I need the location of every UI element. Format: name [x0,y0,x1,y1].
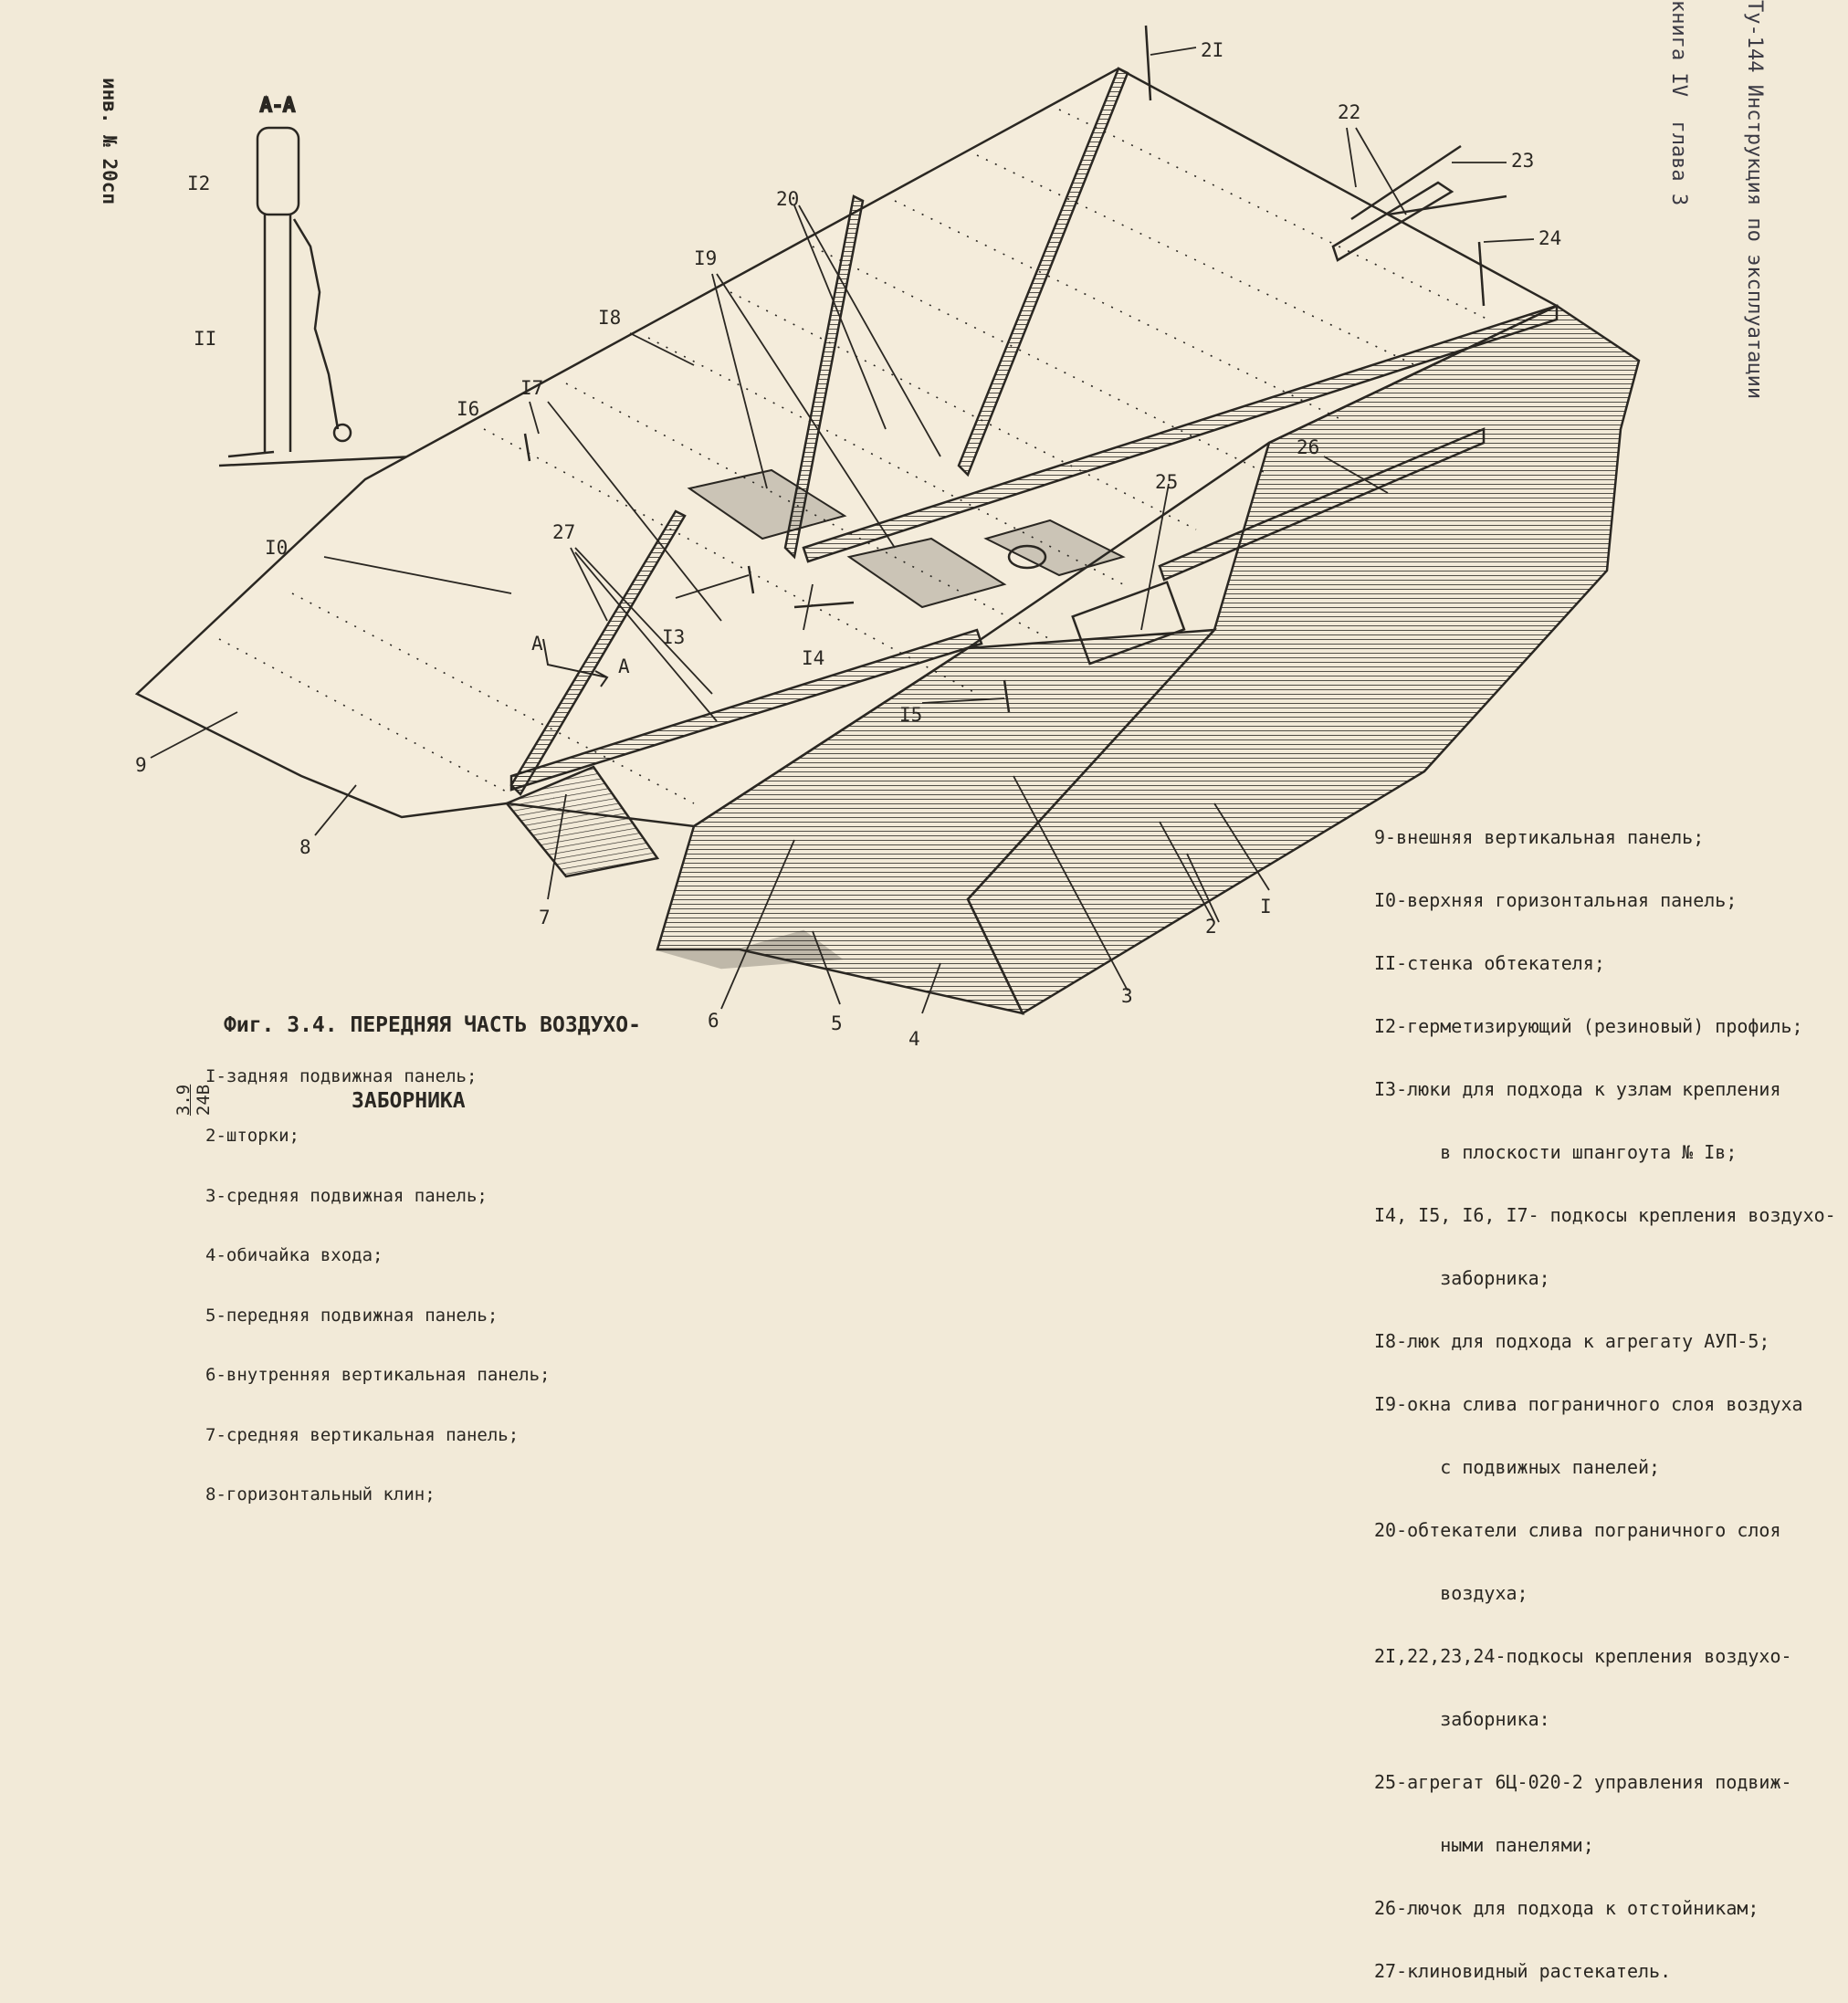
legend-item: I0-верхняя горизонтальная панель; [1374,889,1738,911]
struts [523,25,1507,713]
legend-item: I8-люк для подхода к агрегату АУП-5; [1374,1330,1770,1352]
section-a-a-detail: А-А [218,93,416,467]
legend-item: 7-средняя вертикальная панель; [205,1424,520,1445]
legend-item: 2-шторки; [205,1126,299,1147]
legend-item: заборника: [1374,1708,1550,1730]
intake-body [134,67,1641,1015]
callout-15: I5 [899,704,922,726]
callout-6: 6 [708,1010,719,1032]
actuator-unit [1007,544,1186,666]
legend-left: I-задняя подвижная панель; 2-шторки; 3-с… [205,1027,551,1526]
section-label: А-А [260,94,295,116]
callout-17: I7 [520,377,543,399]
legend-item: 2I,22,23,24-подкосы крепления воздухо- [1374,1645,1792,1667]
callout-26: 26 [1297,436,1319,458]
callout-11: II [194,328,216,350]
page-number-value: 3.9 [173,1084,194,1117]
callout-24: 24 [1538,227,1561,249]
figure-title-line: ЗАБОРНИКА [352,1088,466,1113]
page-number: 3.9 24В [153,1085,214,1137]
legend-item: I3-люки для подхода к узлам крепления [1374,1078,1781,1100]
callout-7: 7 [539,907,551,928]
legend-item: воздуха; [1374,1582,1528,1604]
legend-item: I-задняя подвижная панель; [205,1065,478,1086]
legend-item: 8-горизонтальный клин; [205,1484,436,1505]
section-cut-mark [542,638,609,687]
callout-16: I6 [457,398,479,420]
legend-item: 20-обтекатели слива пограничного слоя [1374,1519,1781,1541]
callout-9: 9 [135,754,147,776]
legend-item: 27-клиновидный растекатель. [1374,1960,1672,1982]
legend-item: в плоскости шпангоута № Iв; [1374,1141,1738,1163]
inventory-reference: инв. № 20сп [99,78,121,205]
margin-note: Ту-144 Инструкция по эксплуатации книга … [1642,0,1818,399]
callout-2: 2 [1205,916,1217,938]
callout-4: 4 [908,1028,920,1050]
legend-item: I2-герметизирующий (резиновый) профиль; [1374,1015,1803,1037]
legend-item: заборника; [1374,1267,1550,1289]
legend-item: ными панелями; [1374,1834,1594,1856]
callout-14: I4 [802,647,824,669]
leader-lines [150,47,1535,1014]
figure-title-line: Фиг. 3.4. ПЕРЕДНЯЯ ЧАСТЬ ВОЗДУХО- [224,1013,641,1038]
callout-23: 23 [1511,150,1534,172]
legend-item: I9-окна слива пограничного слоя воздуха [1374,1393,1803,1415]
callout-18: I8 [598,307,621,329]
legend-item: 25-агрегат 6Ц-020-2 управления подвиж- [1374,1771,1792,1793]
margin-note-line: книга IV глава 3 [1667,0,1691,206]
callout-19: I9 [694,247,717,269]
section-mark-right: А [618,655,630,677]
bleed-windows [687,468,1126,609]
callout-5: 5 [831,1012,843,1034]
callout-12: I2 [187,173,210,194]
legend-item: с подвижных панелей; [1374,1456,1661,1478]
callout-3: 3 [1121,985,1133,1007]
legend-item: 4-обичайка входа; [205,1245,383,1266]
legend-right: 9-внешняя вертикальная панель; I0-верхня… [1374,785,1836,2003]
page-code: 24В [194,1084,214,1117]
legend-item: 6-внутренняя вертикальная панель; [205,1365,551,1386]
figure-title: Фиг. 3.4. ПЕРЕДНЯЯ ЧАСТЬ ВОЗДУХО- ЗАБОРН… [224,963,641,1139]
rivet-lines [218,109,1489,804]
callout-27: 27 [552,521,575,543]
callout-22: 22 [1338,101,1360,123]
callout-8: 8 [299,836,311,858]
callout-20: 20 [776,188,799,210]
boundary-layer-fairings [509,67,1559,797]
callout-21: 2I [1201,39,1223,61]
legend-item: 5-передняя подвижная панель; [205,1305,499,1326]
callout-10: I0 [265,537,288,559]
legend-item: I4, I5, I6, I7- подкосы крепления воздух… [1374,1204,1836,1226]
section-mark-left: А [531,633,543,655]
callout-13: I3 [662,626,685,648]
callout-25: 25 [1155,471,1178,493]
legend-item: 26-лючок для подхода к отстойникам; [1374,1897,1759,1919]
margin-note-line: Ту-144 Инструкция по эксплуатации [1743,0,1766,400]
callout-1: I [1260,896,1272,918]
legend-item: 3-средняя подвижная панель; [205,1185,488,1206]
legend-item: II-стенка обтекателя; [1374,952,1605,974]
legend-item: 9-внешняя вертикальная панель; [1374,826,1705,848]
air-intake-drawing: А-А [134,25,1641,1050]
